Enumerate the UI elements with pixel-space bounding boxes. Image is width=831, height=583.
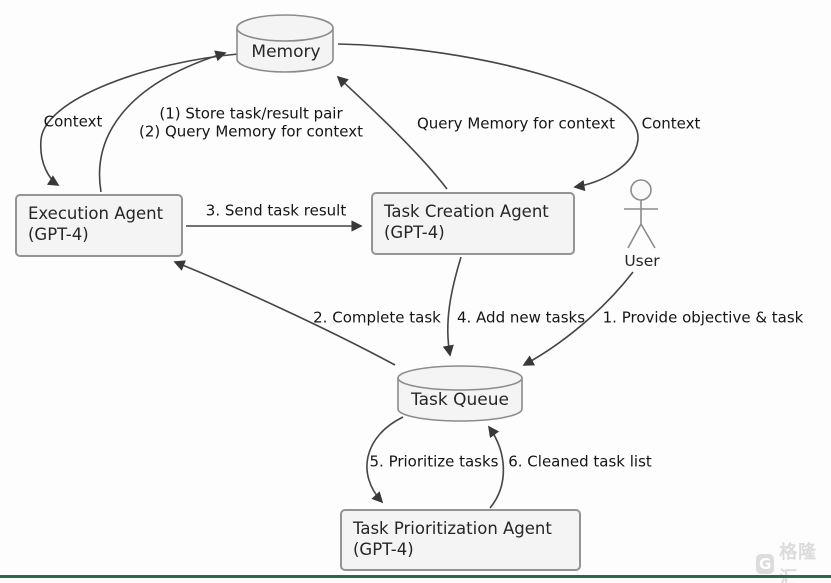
watermark-logo-icon: G bbox=[756, 553, 775, 574]
user-body bbox=[624, 200, 658, 249]
watermark: G 格隆汇 bbox=[756, 542, 831, 583]
edge-query-memory-arrow bbox=[336, 75, 448, 190]
task-prioritization-agent-subtitle: (GPT-4) bbox=[353, 540, 414, 559]
edge-label-query-memory: Query Memory for context bbox=[416, 114, 616, 133]
task-creation-agent-title: Task Creation Agent bbox=[384, 202, 549, 221]
edge-label-query-line: (2) Query Memory for context bbox=[138, 122, 364, 140]
edge-context-left-arrow bbox=[40, 53, 239, 186]
edge-label-provide-objective: 1. Provide objective & task bbox=[602, 308, 804, 327]
edge-label-cleaned-task-list: 6. Cleaned task list bbox=[508, 452, 652, 471]
execution-agent-title: Execution Agent bbox=[28, 204, 164, 223]
edge-label-prioritize-tasks: 5. Prioritize tasks bbox=[369, 452, 499, 471]
edge-provide-objective-arrow bbox=[522, 271, 634, 366]
task-queue-cylinder bbox=[397, 365, 523, 422]
user-label: User bbox=[624, 252, 660, 270]
task-creation-agent-node: Task Creation Agent (GPT-4) bbox=[371, 192, 575, 255]
edge-label-store-and-query: (1) Store task/result pair (2) Query Mem… bbox=[138, 104, 364, 141]
task-prioritization-agent-node: Task Prioritization Agent (GPT-4) bbox=[340, 509, 581, 571]
task-creation-agent-subtitle: (GPT-4) bbox=[384, 223, 445, 242]
user-figure bbox=[624, 179, 658, 249]
edge-cleaned-task-list-arrow bbox=[488, 425, 505, 509]
edge-prioritize-tasks-arrow bbox=[366, 416, 404, 504]
edge-complete-task-arrow bbox=[173, 260, 396, 366]
edge-label-store-line: (1) Store task/result pair bbox=[159, 104, 343, 123]
edge-label-context-right: Context bbox=[641, 114, 701, 133]
execution-agent-subtitle: (GPT-4) bbox=[28, 225, 89, 244]
execution-agent-node: Execution Agent (GPT-4) bbox=[15, 194, 183, 257]
memory-cylinder bbox=[236, 14, 334, 73]
bottom-accent-bar bbox=[0, 575, 831, 578]
edge-context-right-arrow bbox=[337, 43, 639, 192]
edge-label-send-task-result: 3. Send task result bbox=[205, 201, 347, 220]
edge-store-and-query-arrow bbox=[98, 50, 227, 193]
task-prioritization-agent-title: Task Prioritization Agent bbox=[353, 519, 552, 538]
user-head bbox=[630, 179, 652, 201]
memory-label: Memory bbox=[251, 42, 321, 62]
edge-label-add-new-tasks: 4. Add new tasks bbox=[456, 308, 586, 327]
edge-add-new-tasks-arrow bbox=[442, 256, 462, 357]
watermark-brand-text: 格隆汇 bbox=[779, 541, 818, 583]
edge-label-context-left: Context bbox=[43, 112, 103, 131]
task-queue-label: Task Queue bbox=[411, 390, 509, 410]
edge-label-complete-task: 2. Complete task bbox=[313, 308, 441, 327]
